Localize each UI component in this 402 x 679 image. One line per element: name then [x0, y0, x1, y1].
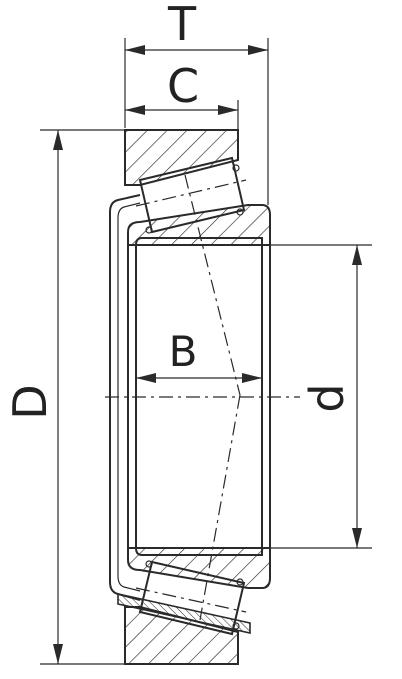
- dimension-t: [125, 45, 268, 55]
- outer-ring-top: [124, 129, 239, 186]
- label-b: B: [169, 327, 198, 376]
- inner-ring-bottom: [127, 547, 271, 589]
- label-d-bore: d: [300, 383, 354, 412]
- contact-angle-line-top: [184, 174, 241, 396]
- dimension-b: [136, 373, 262, 383]
- contact-angle-line-bottom: [199, 394, 241, 621]
- dimension-d-bore: [352, 245, 362, 548]
- label-t: T: [167, 0, 197, 51]
- roller-top: [135, 156, 247, 234]
- label-c: C: [167, 59, 199, 113]
- label-d-outer: D: [3, 384, 57, 419]
- bore-outline: [135, 237, 263, 556]
- inner-ring-top: [127, 204, 271, 246]
- dimension-c: [125, 105, 238, 115]
- dimension-d-outer: [53, 130, 63, 664]
- cage-bottom-band: [117, 593, 251, 634]
